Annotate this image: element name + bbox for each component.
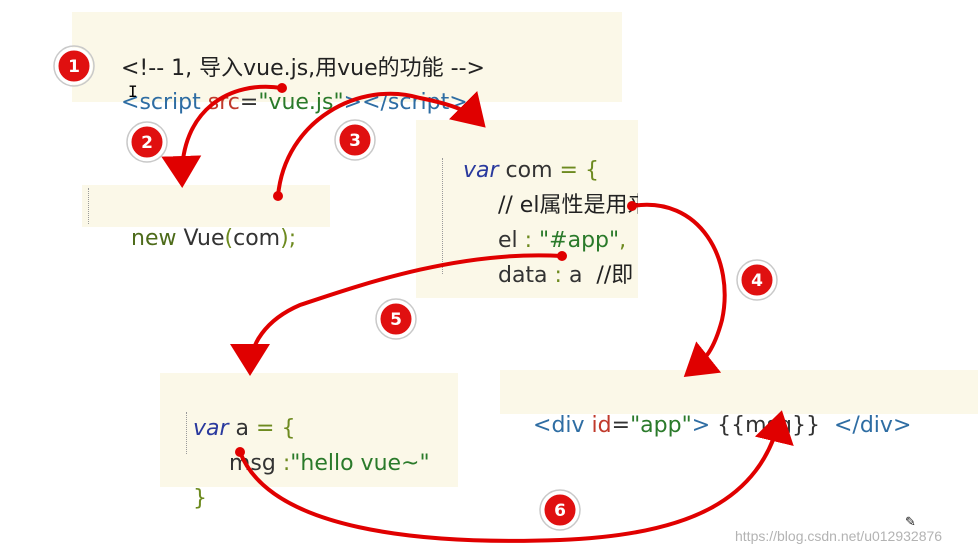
indent-guide: [186, 412, 187, 454]
close-brace: }: [193, 486, 207, 511]
code-box-div: [500, 370, 978, 414]
a-line-1: var a = {: [179, 378, 295, 446]
indent-guide: [442, 158, 443, 274]
code-box-import: [72, 12, 622, 102]
step-3-badge: 3: [334, 119, 376, 161]
vue-constructor: Vue: [176, 226, 225, 251]
arrow-6: [238, 410, 794, 543]
el-comma: ,: [619, 228, 627, 253]
var-keyword: var: [462, 158, 499, 183]
com-line-4: data : a //即: [470, 225, 633, 298]
step-6-badge: 6: [539, 489, 581, 531]
step-5-badge: 5: [375, 298, 417, 340]
id-value: "app": [630, 413, 692, 438]
arrow-2-dot: [277, 83, 287, 93]
com-argument: com: [233, 226, 281, 251]
a-line-3: }: [179, 448, 207, 516]
new-vue-line: new Vue(com);: [117, 188, 296, 256]
step-5-label: 5: [390, 310, 402, 330]
code-box-com: [416, 120, 638, 298]
text-cursor-icon: I: [128, 82, 138, 101]
div-close-tag: div: [859, 413, 893, 438]
open-paren: (: [224, 226, 234, 251]
step-1-badge: 1: [53, 45, 95, 87]
div-open-gt: >: [691, 413, 711, 438]
com-name: com: [498, 158, 560, 183]
step-4-badge: 4: [736, 259, 778, 301]
div-open-lt: <: [533, 413, 552, 438]
com-code-clip: var com = { // el属性是用来 el : "#app", data…: [416, 120, 638, 298]
var-keyword: var: [193, 416, 229, 441]
script-gt: >: [343, 90, 363, 115]
a-line-2: msg :"hello vue~": [215, 413, 430, 481]
script-tag-name: script: [139, 90, 201, 115]
script-open-bracket: <: [121, 90, 140, 115]
step-3-label: 3: [349, 131, 361, 151]
step-2-badge: 2: [126, 121, 168, 163]
equals: =: [611, 413, 631, 438]
arrow-2: [161, 84, 283, 188]
data-key: data: [497, 263, 555, 288]
msg-value: "hello vue~": [290, 451, 430, 476]
code-box-new-vue: [82, 185, 330, 227]
a-name: a: [228, 416, 257, 441]
data-colon: :: [554, 263, 569, 288]
arrow-3: [276, 90, 486, 197]
import-comment-line: <!-- 1, 导入vue.js,用vue的功能 -->: [107, 18, 485, 86]
el-colon: :: [524, 228, 540, 253]
data-value: a: [568, 263, 583, 288]
close-paren: );: [280, 226, 297, 251]
step-4-label: 4: [751, 271, 763, 291]
el-key: el: [497, 228, 525, 253]
step-2-label: 2: [141, 133, 153, 153]
com-line-3: el : "#app",: [470, 190, 626, 292]
com-line-1: var com = {: [435, 120, 599, 222]
import-comment: <!-- 1, 导入vue.js,用vue的功能 -->: [121, 56, 485, 81]
arrow-5: [230, 253, 563, 376]
code-box-a: [160, 373, 458, 487]
arrow-4-dot: [627, 201, 637, 211]
com-line-2: // el属性是用来: [470, 155, 638, 257]
msg-colon: :: [282, 451, 291, 476]
equals: =: [239, 90, 259, 115]
assign-brace: = {: [559, 158, 599, 183]
div-close-gt: >: [892, 413, 912, 438]
arrow-3-dot: [273, 191, 283, 201]
pencil-icon: ✎: [905, 515, 916, 530]
el-comment: // el属性是用来: [497, 193, 638, 218]
step-1-label: 1: [68, 57, 80, 77]
div-close-lt: </: [833, 413, 860, 438]
arrow-5-dot: [557, 251, 567, 261]
assign-brace: = {: [256, 416, 296, 441]
div-line: <div id="app"> {{msg}} </div>: [519, 375, 911, 443]
id-attr: id: [591, 413, 612, 438]
el-value: "#app": [539, 228, 620, 253]
new-keyword: new: [131, 226, 177, 251]
arrow-6-dot: [235, 447, 245, 457]
step-6-label: 6: [554, 501, 566, 521]
watermark: https://blog.csdn.net/u012932876: [735, 528, 943, 544]
div-tag: div: [551, 413, 585, 438]
arrow-4: [631, 202, 727, 377]
data-comment: //即: [582, 263, 634, 288]
indent-guide: [88, 188, 89, 224]
